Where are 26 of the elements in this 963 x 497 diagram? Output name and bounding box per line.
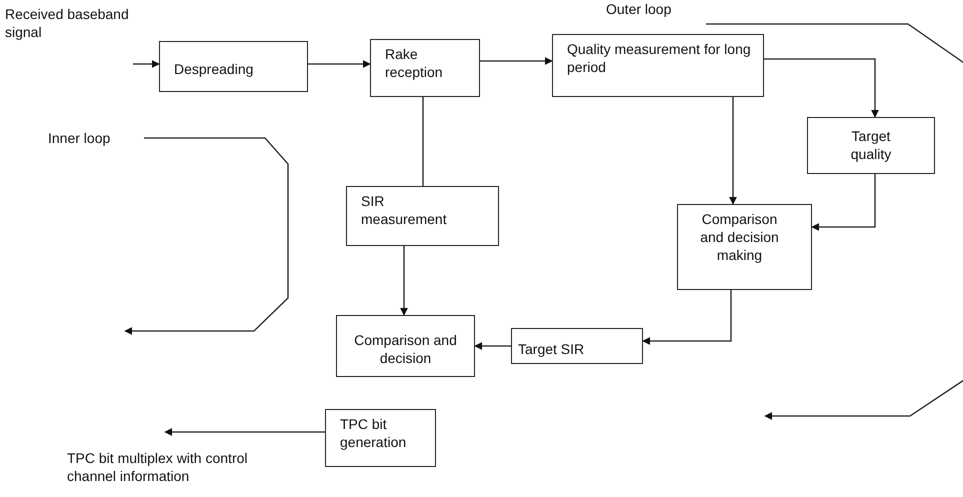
arrow (764, 58, 879, 118)
process-box: Comparison and decision (336, 315, 475, 377)
process-box: TPC bit generation (325, 409, 436, 467)
text-label: TPC bit multiplex with control channel information (67, 432, 267, 488)
arrow (124, 137, 289, 335)
arrow (480, 57, 553, 65)
connector-line (422, 97, 424, 186)
arrow (706, 23, 963, 420)
arrow (642, 290, 732, 345)
process-box: Target SIR (511, 328, 643, 364)
arrow (729, 97, 737, 205)
text-label: Outer loop (606, 0, 706, 20)
process-box: Despreading (159, 41, 308, 92)
process-box: Comparison and decision making (677, 204, 812, 290)
text-label: Inner loop (48, 129, 144, 149)
process-box: Quality measurement for long period (552, 34, 764, 97)
arrow (811, 174, 876, 231)
process-box: Target quality (807, 117, 935, 174)
process-box: SIR measurement (346, 186, 499, 246)
arrow (308, 60, 371, 68)
arrow (474, 342, 511, 350)
arrow (164, 428, 325, 436)
arrow (133, 60, 160, 68)
arrow (400, 246, 408, 316)
process-box: Rake reception (370, 39, 480, 97)
text-label: Received baseband signal (5, 5, 133, 64)
